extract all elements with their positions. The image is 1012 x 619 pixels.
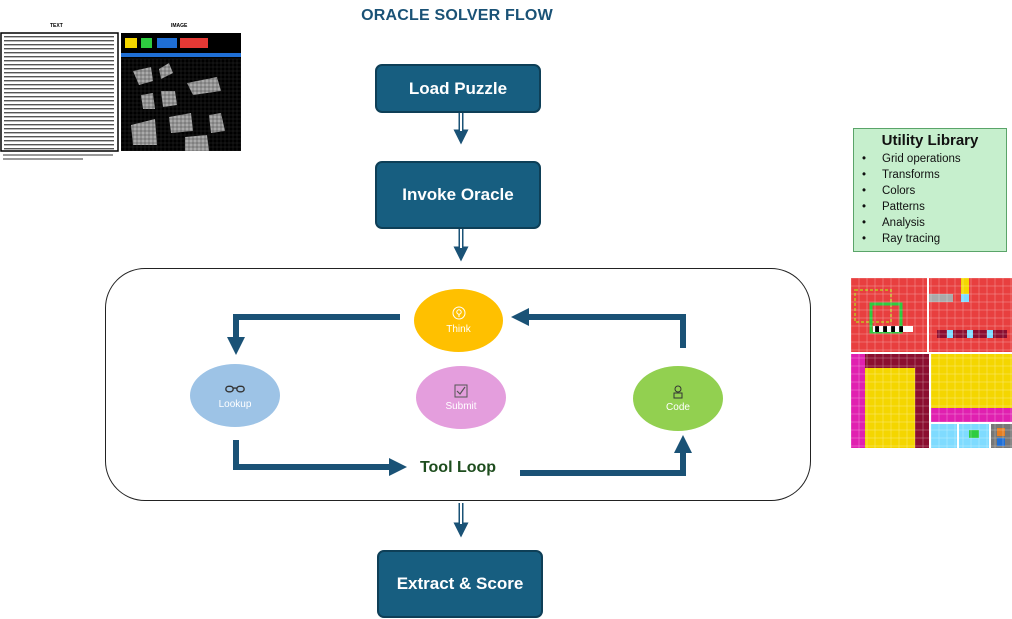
invoke-oracle-label: Invoke Oracle	[402, 185, 514, 204]
lookup-node: Lookup	[190, 364, 280, 427]
utility-item: Analysis	[862, 215, 1006, 231]
image-grid-preview: IMAGE	[121, 23, 241, 153]
lightbulb-head-icon	[452, 306, 465, 320]
submit-label: Submit	[445, 401, 477, 412]
load-puzzle-step: Load Puzzle	[375, 64, 541, 113]
think-label: Think	[446, 324, 471, 335]
think-node: Think	[414, 289, 503, 352]
utility-item: Colors	[862, 183, 1006, 199]
code-label: Code	[666, 402, 690, 413]
utility-item: Ray tracing	[862, 231, 1006, 247]
submit-node: Submit	[416, 366, 506, 429]
image-grid-image	[121, 33, 241, 151]
utility-item: Patterns	[862, 199, 1006, 215]
extract-score-step: Extract & Score	[377, 550, 543, 618]
utility-library-heading: Utility Library	[881, 132, 979, 149]
extract-score-label: Extract & Score	[396, 574, 524, 593]
utility-library-list: Grid operations Transforms Colors Patter…	[854, 151, 1006, 247]
checkbox-icon	[454, 384, 468, 398]
puzzle-grid-collage	[851, 278, 1012, 448]
loop-arrow-think-lookup	[227, 314, 400, 355]
utility-item: Transforms	[862, 167, 1006, 183]
load-puzzle-label: Load Puzzle	[408, 78, 508, 98]
loop-arrow-toolloop-code	[520, 435, 692, 476]
invoke-oracle-step: Invoke Oracle	[375, 161, 541, 229]
image-preview-label: IMAGE	[171, 23, 188, 29]
loop-arrow-lookup-toolloop	[233, 440, 407, 476]
tool-loop-label: Tool Loop	[419, 459, 497, 476]
loop-arrow-code-think	[511, 308, 686, 348]
text-grid-preview: TEXT	[0, 23, 120, 163]
lookup-label: Lookup	[218, 399, 252, 410]
text-preview-label: TEXT	[50, 23, 63, 29]
utility-library-panel: Utility Library Grid operations Transfor…	[853, 128, 1007, 252]
coder-icon	[673, 385, 683, 399]
code-node: Code	[633, 366, 723, 431]
utility-item: Grid operations	[862, 151, 1006, 167]
glasses-icon	[225, 385, 245, 393]
diagram-title: ORACLE SOLVER FLOW	[361, 7, 553, 24]
text-grid-image	[0, 32, 119, 160]
